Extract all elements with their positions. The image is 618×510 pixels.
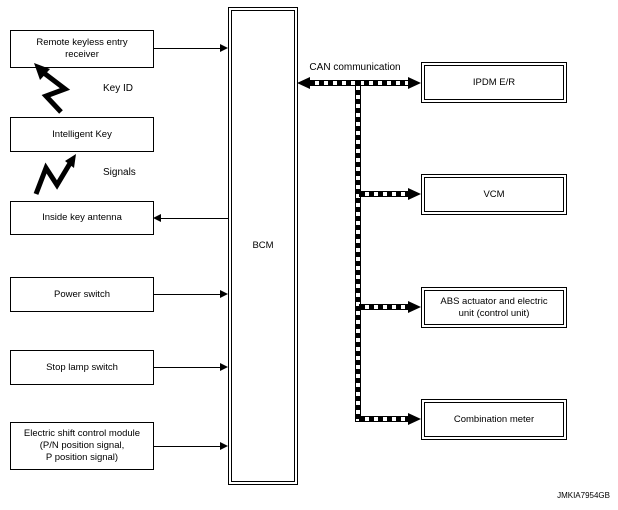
can-arrowhead-left-icon [297,77,310,89]
module-box-abs-actuator: ABS actuator and electric unit (control … [421,287,567,328]
module-box-combination-meter: Combination meter [421,399,567,440]
wireless-signal-up-right-icon [33,154,76,195]
module-label: receiver [65,49,99,60]
module-label: Power switch [54,288,110,300]
module-label: Inside key antenna [42,212,122,223]
key-id-label: Key ID [103,83,134,94]
module-box-power-switch: Power switch [10,277,154,312]
module-box-remote-keyless-entry-receiver: Remote keyless entry receiver [10,30,154,68]
arrowhead-right-icon [220,290,228,298]
arrow-line-bcm-to-inside-key-antenna [161,218,228,219]
bcm-label: BCM [252,240,274,251]
module-box-inside-key-antenna: Inside key antenna [10,201,154,235]
module-box-ipdm-er: IPDM E/R [421,62,567,103]
can-communication-label: CAN communication [309,62,401,73]
wireless-signal-up-left-icon [34,63,71,114]
can-arrowhead-right-icon [408,188,421,200]
module-label: Remote keyless entry [36,37,128,48]
can-branch-vcm [359,191,409,197]
signals-label: Signals [103,167,136,178]
can-branch-combination-meter [359,416,409,422]
module-label: Combination meter [453,413,535,425]
arrowhead-right-icon [220,442,228,450]
arrowhead-right-icon [220,363,228,371]
bcm-box-inner: BCM [231,10,295,482]
can-arrowhead-right-icon [408,413,421,425]
figure-code: JMKIA7954GB [557,491,610,500]
module-box-inner: Combination meter [424,402,564,437]
arrow-line-power-switch-to-bcm [153,294,221,295]
module-box-inner: IPDM E/R [424,65,564,100]
module-label: P position signal) [45,452,119,463]
module-box-stop-lamp-switch: Stop lamp switch [10,350,154,385]
arrowhead-right-icon [220,44,228,52]
module-label: Stop lamp switch [46,361,118,373]
module-label: ABS actuator and electric [440,295,548,307]
module-label: VCM [483,188,505,200]
bcm-box: BCM [228,7,298,485]
module-box-electric-shift-control-module: Electric shift control module (P/N posit… [10,422,154,470]
arrow-line-stop-lamp-switch-to-bcm [153,367,221,368]
arrow-line-remote-keyless-to-bcm [153,48,221,49]
module-label: IPDM E/R [472,76,516,88]
module-label: Electric shift control module [23,428,141,439]
arrowhead-left-icon [153,214,161,222]
arrow-line-electric-shift-to-bcm [153,446,221,447]
module-label: (P/N position signal, [39,440,125,451]
module-box-inner: VCM [424,177,564,212]
can-branch-abs [359,304,409,310]
module-box-vcm: VCM [421,174,567,215]
module-box-intelligent-key: Intelligent Key [10,117,154,152]
module-label: unit (control unit) [458,307,530,319]
module-box-inner: ABS actuator and electric unit (control … [424,290,564,325]
can-line-vertical [355,80,361,422]
can-arrowhead-right-icon [408,301,421,313]
can-arrowhead-right-icon [408,77,421,89]
module-label: Intelligent Key [52,128,112,140]
